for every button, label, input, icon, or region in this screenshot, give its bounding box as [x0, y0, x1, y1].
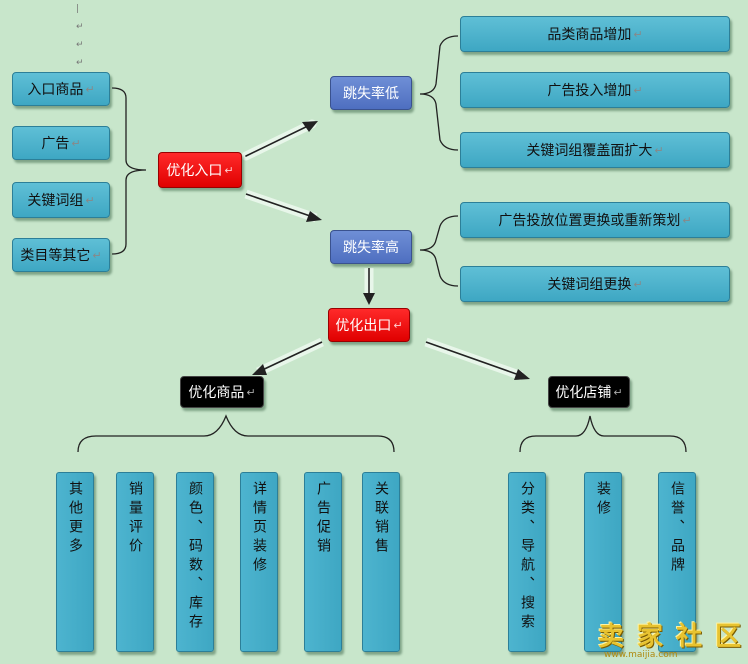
arrow-to-store	[424, 337, 530, 381]
watermark-logo: 卖 家 社 区	[598, 622, 744, 652]
paragraph-mark: ↵	[85, 193, 95, 207]
low-action-category-node: 品类商品增加↵	[460, 16, 730, 52]
paragraph-mark: ↵	[246, 385, 256, 399]
arrow-to-exit	[363, 268, 375, 305]
paragraph-mark: ↵	[224, 163, 234, 177]
optimize-exit-node: 优化出口↵	[328, 308, 410, 342]
entry-product-node: 入口商品↵	[12, 72, 110, 106]
bounce-low-label: 跳失率低	[343, 86, 399, 102]
paragraph-mark: ↵	[633, 83, 643, 97]
high-action-keyword-node: 关键词组更换↵	[460, 266, 730, 302]
store-item-decoration-label: 装修	[595, 481, 611, 519]
paragraph-mark: ↵	[613, 385, 623, 399]
high-action-ad-label: 广告投放位置更换或重新策划	[498, 213, 681, 229]
optimize-store-label: 优化店铺	[555, 385, 612, 401]
entry-product-label: 入口商品	[27, 82, 84, 98]
arrow-to-low	[241, 119, 318, 161]
product-item-related-sales: 关联销售	[362, 472, 400, 652]
high-action-keyword-label: 关键词组更换	[547, 277, 632, 293]
low-action-ad-label: 广告投入增加	[547, 83, 632, 99]
optimize-entry-label: 优化入口	[166, 163, 223, 179]
entry-ad-node: 广告↵	[12, 126, 110, 160]
entry-ad-label: 广告	[41, 136, 70, 152]
product-item-variants-label: 颜色、码数、库存	[187, 481, 203, 633]
high-action-ad-node: 广告投放位置更换或重新策划↵	[460, 202, 730, 238]
product-item-variants: 颜色、码数、库存	[176, 472, 214, 652]
product-item-detail-page: 详情页装修	[240, 472, 278, 652]
product-item-other-label: 其他更多	[67, 481, 83, 557]
left-brace	[111, 87, 147, 255]
store-item-navigation: 分类、导航、搜索	[508, 472, 546, 652]
arrow-to-product	[252, 337, 324, 377]
low-action-ad-node: 广告投入增加↵	[460, 72, 730, 108]
optimize-product-node: 优化商品↵	[180, 376, 264, 408]
low-action-category-label: 品类商品增加	[547, 27, 632, 43]
low-action-keyword-label: 关键词组覆盖面扩大	[526, 143, 653, 159]
product-item-detail-page-label: 详情页装修	[251, 481, 267, 576]
product-item-promotion-label: 广告促销	[315, 481, 331, 557]
store-item-navigation-label: 分类、导航、搜索	[519, 481, 535, 633]
store-item-decoration: 装修	[584, 472, 622, 652]
right-brace-bottom	[419, 215, 459, 287]
paragraph-mark: ↵	[393, 318, 403, 332]
paragraph-mark: ↵	[633, 27, 643, 41]
entry-category-node: 类目等其它↵	[12, 238, 110, 272]
product-item-sales-label: 销量评价	[127, 481, 143, 557]
bounce-high-node: 跳失率高	[330, 230, 412, 264]
bounce-low-node: 跳失率低	[330, 76, 412, 110]
entry-keyword-label: 关键词组	[27, 193, 84, 209]
paragraph-mark: ↵	[85, 82, 95, 96]
right-brace-top	[419, 35, 459, 151]
optimize-store-node: 优化店铺↵	[548, 376, 630, 408]
product-item-related-sales-label: 关联销售	[373, 481, 389, 557]
optimize-exit-label: 优化出口	[335, 318, 392, 334]
product-brace	[77, 414, 395, 453]
low-action-keyword-node: 关键词组覆盖面扩大↵	[460, 132, 730, 168]
product-item-other: 其他更多	[56, 472, 94, 652]
optimize-product-label: 优化商品	[188, 385, 245, 401]
paragraph-mark: ↵	[682, 213, 692, 227]
paragraph-mark: ↵	[92, 248, 102, 262]
paragraph-mark: ↵	[654, 143, 664, 157]
paragraph-marks: |↵↵↵	[76, 4, 84, 68]
bounce-high-label: 跳失率高	[343, 240, 399, 256]
watermark-url: www.maijia.com	[604, 650, 678, 660]
paragraph-mark: ↵	[71, 136, 81, 150]
product-item-promotion: 广告促销	[304, 472, 342, 652]
arrow-to-high	[244, 189, 322, 223]
store-item-reputation: 信誉、品牌	[658, 472, 696, 652]
entry-keyword-node: 关键词组↵	[12, 182, 110, 218]
entry-category-label: 类目等其它	[20, 248, 91, 264]
store-item-reputation-label: 信誉、品牌	[669, 481, 685, 576]
optimize-entry-node: 优化入口↵	[158, 152, 242, 188]
paragraph-mark: ↵	[633, 277, 643, 291]
store-brace	[519, 415, 687, 453]
product-item-sales: 销量评价	[116, 472, 154, 652]
